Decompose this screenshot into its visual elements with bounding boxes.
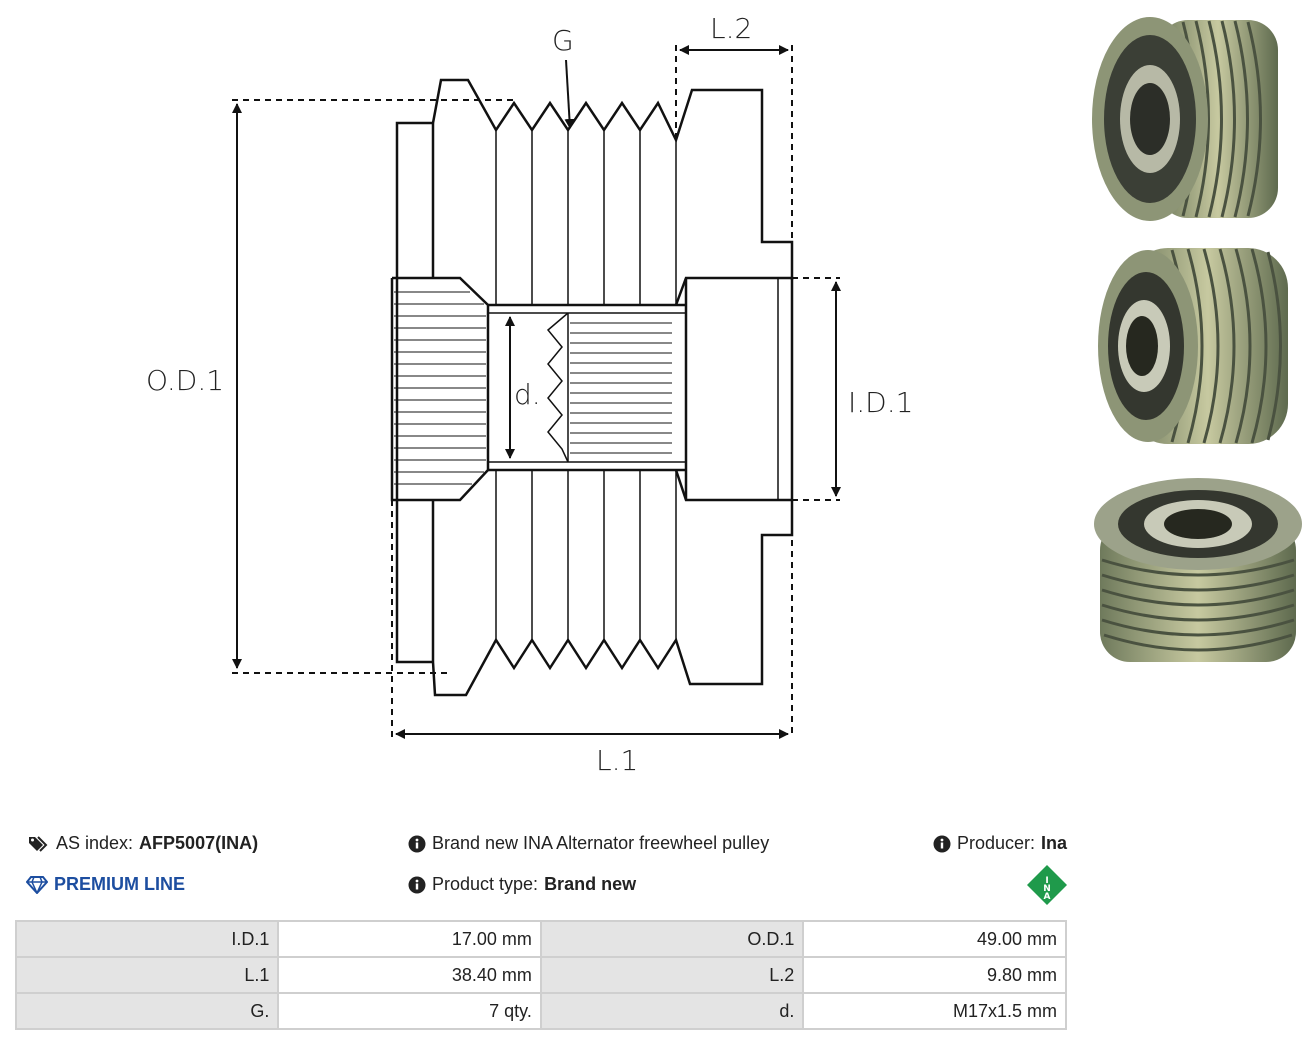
thread-hatching <box>570 322 672 454</box>
product-photo-top <box>1094 478 1302 662</box>
as-index-value: AFP5007(INA) <box>139 833 259 853</box>
label-l2: L.2 <box>710 12 752 45</box>
producer-value: Ina <box>1041 833 1068 853</box>
specs-table: I.D.1 17.00 mm O.D.1 49.00 mm L.1 38.40 … <box>14 920 1067 1030</box>
description-text: Brand new INA Alternator freewheel pulle… <box>432 833 770 853</box>
spec-key: G. <box>14 992 280 1030</box>
table-row: L.1 38.40 mm L.2 9.80 mm <box>14 956 1067 994</box>
info-icon <box>933 835 951 853</box>
description-row: Brand new INA Alternator freewheel pulle… <box>408 833 769 854</box>
premium-line-text: PREMIUM LINE <box>54 874 186 894</box>
spec-value: 9.80 mm <box>802 956 1067 994</box>
pulley-outline <box>390 78 794 697</box>
spec-value: 38.40 mm <box>277 956 542 994</box>
as-index-row: AS index: AFP5007(INA) <box>28 833 258 854</box>
table-row: I.D.1 17.00 mm O.D.1 49.00 mm <box>14 920 1067 958</box>
g-pointer-line <box>564 59 575 129</box>
tags-icon <box>28 835 50 853</box>
spec-key: L.2 <box>539 956 805 994</box>
premium-line-badge: PREMIUM LINE <box>26 874 185 895</box>
spec-key: L.1 <box>14 956 280 994</box>
spline-hatching <box>394 291 486 485</box>
svg-text:N: N <box>1043 884 1051 894</box>
producer-row: Producer: Ina <box>933 833 1067 854</box>
technical-drawing: G L.2 O.D.1 I.D.1 d. L.1 <box>146 12 913 777</box>
product-type-value: Brand new <box>544 874 637 894</box>
label-id1: I.D.1 <box>848 386 913 419</box>
ina-logo: I N A <box>1027 865 1067 905</box>
extension-lines <box>232 45 840 738</box>
spec-key: I.D.1 <box>14 920 280 958</box>
info-icon <box>408 876 426 894</box>
spec-value: 17.00 mm <box>277 920 542 958</box>
diamond-icon <box>26 875 48 894</box>
spec-key: O.D.1 <box>539 920 805 958</box>
spec-value: 7 qty. <box>277 992 542 1030</box>
product-type-row: Product type: Brand new <box>408 874 636 895</box>
svg-text:I: I <box>1045 876 1048 886</box>
svg-text:A: A <box>1044 892 1051 902</box>
info-icon <box>408 835 426 853</box>
dimension-arrows <box>232 45 841 739</box>
spec-value: 49.00 mm <box>802 920 1067 958</box>
table-row: G. 7 qty. d. M17x1.5 mm <box>14 992 1067 1030</box>
as-index-label: AS index: <box>56 833 134 853</box>
spec-key: d. <box>539 992 805 1030</box>
producer-label: Producer: <box>957 833 1036 853</box>
spec-value: M17x1.5 mm <box>802 992 1067 1030</box>
product-type-label: Product type: <box>432 874 539 894</box>
label-od1: O.D.1 <box>146 364 224 397</box>
label-d: d. <box>514 378 541 411</box>
product-photo-angle <box>1098 248 1288 444</box>
product-photo-side <box>1092 17 1278 221</box>
label-g: G <box>552 24 574 57</box>
label-l1: L.1 <box>596 744 638 777</box>
